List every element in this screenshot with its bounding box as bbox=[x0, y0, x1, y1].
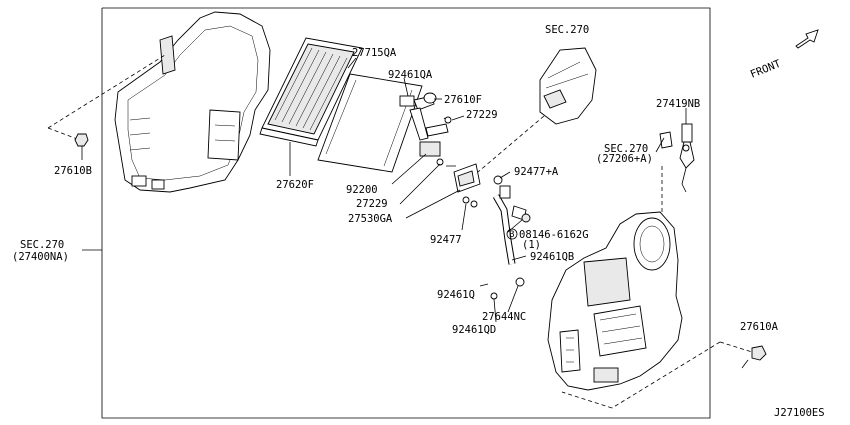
leader-sec270-right-label bbox=[655, 137, 665, 153]
evaporator-27620f bbox=[259, 37, 363, 147]
label-27620f: 27620F bbox=[276, 179, 314, 191]
drain-hose-92461q bbox=[470, 200, 492, 287]
leader-08146 bbox=[507, 219, 523, 233]
label-27610f: 27610F bbox=[444, 94, 482, 106]
label-92461qd: 92461QD bbox=[452, 324, 496, 336]
clip-92461qd bbox=[490, 292, 498, 300]
leader-27229b bbox=[399, 163, 441, 205]
leader-92477a bbox=[499, 171, 511, 179]
heater-housing-left bbox=[114, 11, 271, 193]
label-27419nb: 27419NB bbox=[656, 98, 700, 110]
front-arrow-icon bbox=[795, 29, 819, 49]
label-27229-b: 27229 bbox=[356, 198, 388, 210]
label-27229-a: 27229 bbox=[466, 109, 498, 121]
bolt-marker-icon bbox=[506, 228, 518, 240]
leader-27610a-a bbox=[611, 341, 721, 409]
leader-92200 bbox=[391, 153, 427, 185]
drain-hose-92461qb bbox=[492, 185, 527, 265]
label-front: FRONT bbox=[749, 58, 783, 81]
label-08146-qty: (1) bbox=[522, 239, 541, 251]
label-27644nc: 27644NC bbox=[482, 311, 526, 323]
clip-27229-a bbox=[444, 116, 452, 124]
leader-27610a-to-screw bbox=[719, 341, 753, 353]
filter-27715qa bbox=[317, 73, 423, 173]
duct-sec270-top bbox=[539, 47, 597, 125]
leader-92461qd bbox=[493, 298, 497, 323]
label-sec270-left: SEC.270 bbox=[20, 239, 64, 251]
cap-27644nc bbox=[515, 277, 525, 287]
clip-92477 bbox=[462, 196, 470, 204]
label-92200: 92200 bbox=[346, 184, 378, 196]
bracket-27530ga bbox=[453, 163, 481, 193]
diagram-code: J27100ES bbox=[774, 407, 825, 419]
expansion-valve-assembly bbox=[399, 92, 456, 167]
leader-sec270-top bbox=[477, 115, 545, 173]
label-sec270-top: SEC.270 bbox=[545, 24, 589, 36]
heater-housing-right bbox=[547, 211, 683, 391]
frame-outline bbox=[101, 7, 711, 419]
clip-27229-b bbox=[436, 158, 444, 166]
label-27610b: 27610B bbox=[54, 165, 92, 177]
leader-27610b-b bbox=[47, 127, 81, 141]
bolt-08146 bbox=[521, 213, 531, 223]
label-92477a: 92477+A bbox=[514, 166, 559, 178]
label-sec270-left-sub: (27400NA) bbox=[12, 251, 69, 263]
label-27610a: 27610A bbox=[740, 321, 779, 333]
label-92461qa: 92461QA bbox=[388, 69, 433, 81]
label-08146-mark: B bbox=[509, 230, 514, 240]
label-92461qb: 92461QB bbox=[530, 251, 574, 263]
screw-27610b bbox=[74, 133, 89, 160]
leader-92477 bbox=[461, 203, 467, 231]
label-sec270-right-sub: (27206+A) bbox=[596, 153, 653, 165]
label-27715qa: 27715QA bbox=[352, 47, 397, 59]
leader-92461qb bbox=[511, 255, 527, 261]
leader-92461qa bbox=[403, 77, 409, 97]
screw-27610a bbox=[741, 345, 767, 369]
leader-27229a bbox=[451, 115, 465, 121]
leader-27715qa bbox=[347, 57, 357, 69]
leader-92461q bbox=[479, 283, 489, 287]
label-sec270-right: SEC.270 bbox=[604, 143, 648, 155]
leader-27644nc bbox=[507, 285, 519, 313]
label-92461q: 92461Q bbox=[437, 289, 475, 301]
leader-27610b-a bbox=[47, 54, 166, 129]
label-27530ga: 27530GA bbox=[348, 213, 393, 225]
sensor-27419nb bbox=[659, 123, 695, 193]
leader-27530ga bbox=[405, 189, 461, 219]
label-92477: 92477 bbox=[430, 234, 462, 246]
label-08146: 08146-6162G bbox=[519, 229, 589, 241]
leader-27610a-b bbox=[561, 391, 613, 409]
